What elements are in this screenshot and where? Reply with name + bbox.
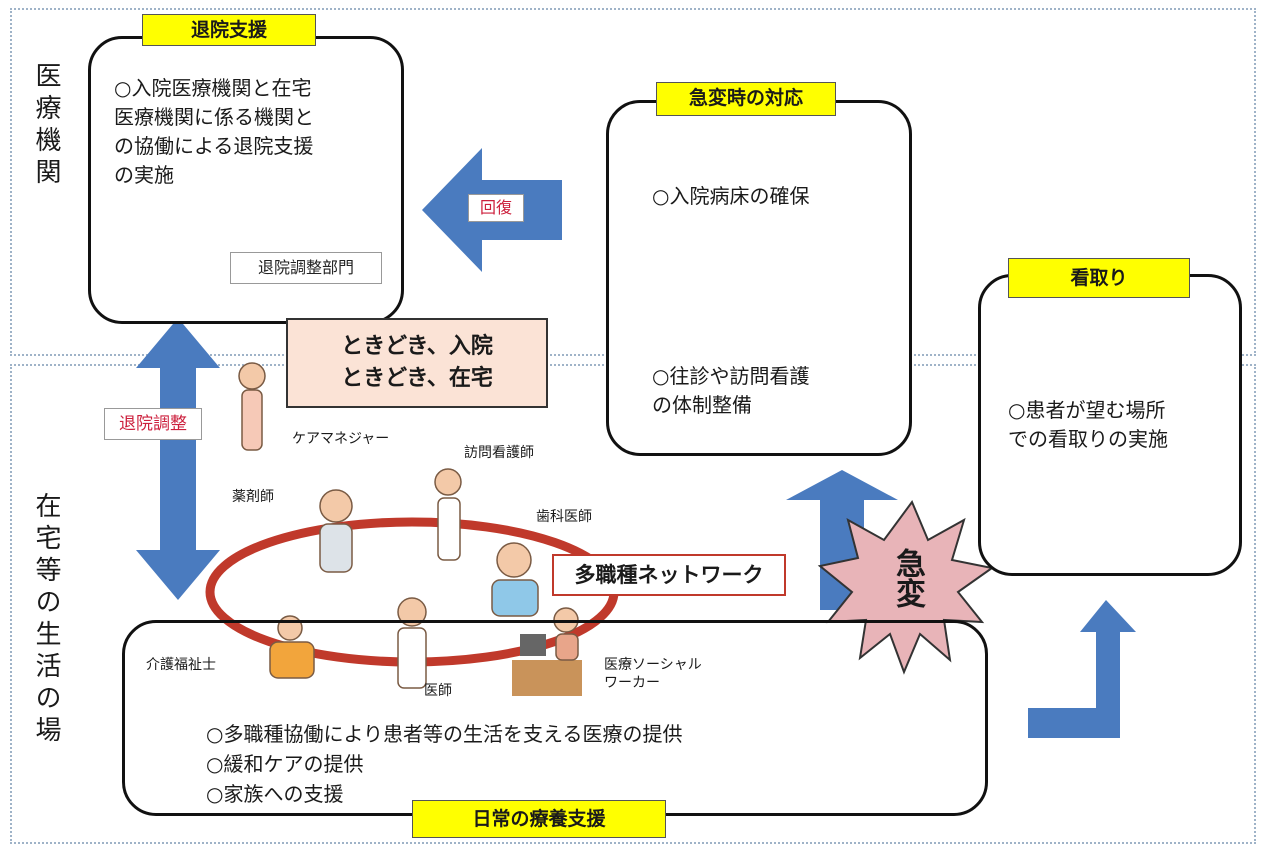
recovery-label: 回復 <box>468 194 524 222</box>
discharge-dept-label: 退院調整部門 <box>230 252 382 284</box>
emergency-item-beds: ○入院病床の確保 <box>652 184 810 208</box>
daily-care-item-palliative: ○緩和ケアの提供 <box>206 752 364 776</box>
sudden-change-label: 急変 <box>890 548 925 608</box>
daily-care-item-family: ○家族への支援 <box>206 782 344 806</box>
role-care-manager: ケアマネジャー <box>292 431 390 447</box>
emergency-up-arrow <box>786 470 898 610</box>
role-pharmacist: 薬剤師 <box>232 489 274 505</box>
daily-care-item-collaboration: ○多職種協働により患者等の生活を支える医療の提供 <box>206 722 683 746</box>
role-visiting-nurse: 訪問看護師 <box>464 445 534 461</box>
hospital-zone-label: 医療機関 <box>31 62 61 190</box>
role-dentist: 歯科医師 <box>536 509 592 525</box>
emergency-response-badge: 急変時の対応 <box>656 82 836 116</box>
home-zone-label: 在宅等の生活の場 <box>31 492 61 748</box>
end-of-life-text: ○患者が望む場所 での看取りの実施 <box>1008 398 1168 451</box>
daily-care-badge: 日常の療養支援 <box>412 800 666 838</box>
discharge-support-text: ○入院医療機関と在宅 医療機関に係る機関と の協働による退院支援 の実施 <box>114 76 314 187</box>
emergency-response-box <box>606 100 912 456</box>
sometimes-box: ときどき、入院 ときどき、在宅 <box>286 318 548 408</box>
role-social-worker: 医療ソーシャル ワーカー <box>604 657 702 691</box>
sudden-change-star <box>817 499 995 675</box>
end-of-life-arrow <box>1028 600 1136 738</box>
desk-illustration <box>512 660 582 696</box>
end-of-life-box <box>978 274 1242 576</box>
discharge-coordination-label: 退院調整 <box>104 408 202 440</box>
discharge-support-badge: 退院支援 <box>142 14 316 46</box>
network-label: 多職種ネットワーク <box>552 554 786 596</box>
discharge-coordination-arrow <box>136 318 220 600</box>
monitor-illustration <box>520 634 546 656</box>
daily-care-box <box>122 620 988 816</box>
role-care-worker: 介護福祉士 <box>146 657 216 673</box>
end-of-life-badge: 看取り <box>1008 258 1190 298</box>
role-doctor: 医師 <box>424 683 452 699</box>
emergency-item-home-visits: ○往診や訪問看護 の体制整備 <box>652 364 810 417</box>
